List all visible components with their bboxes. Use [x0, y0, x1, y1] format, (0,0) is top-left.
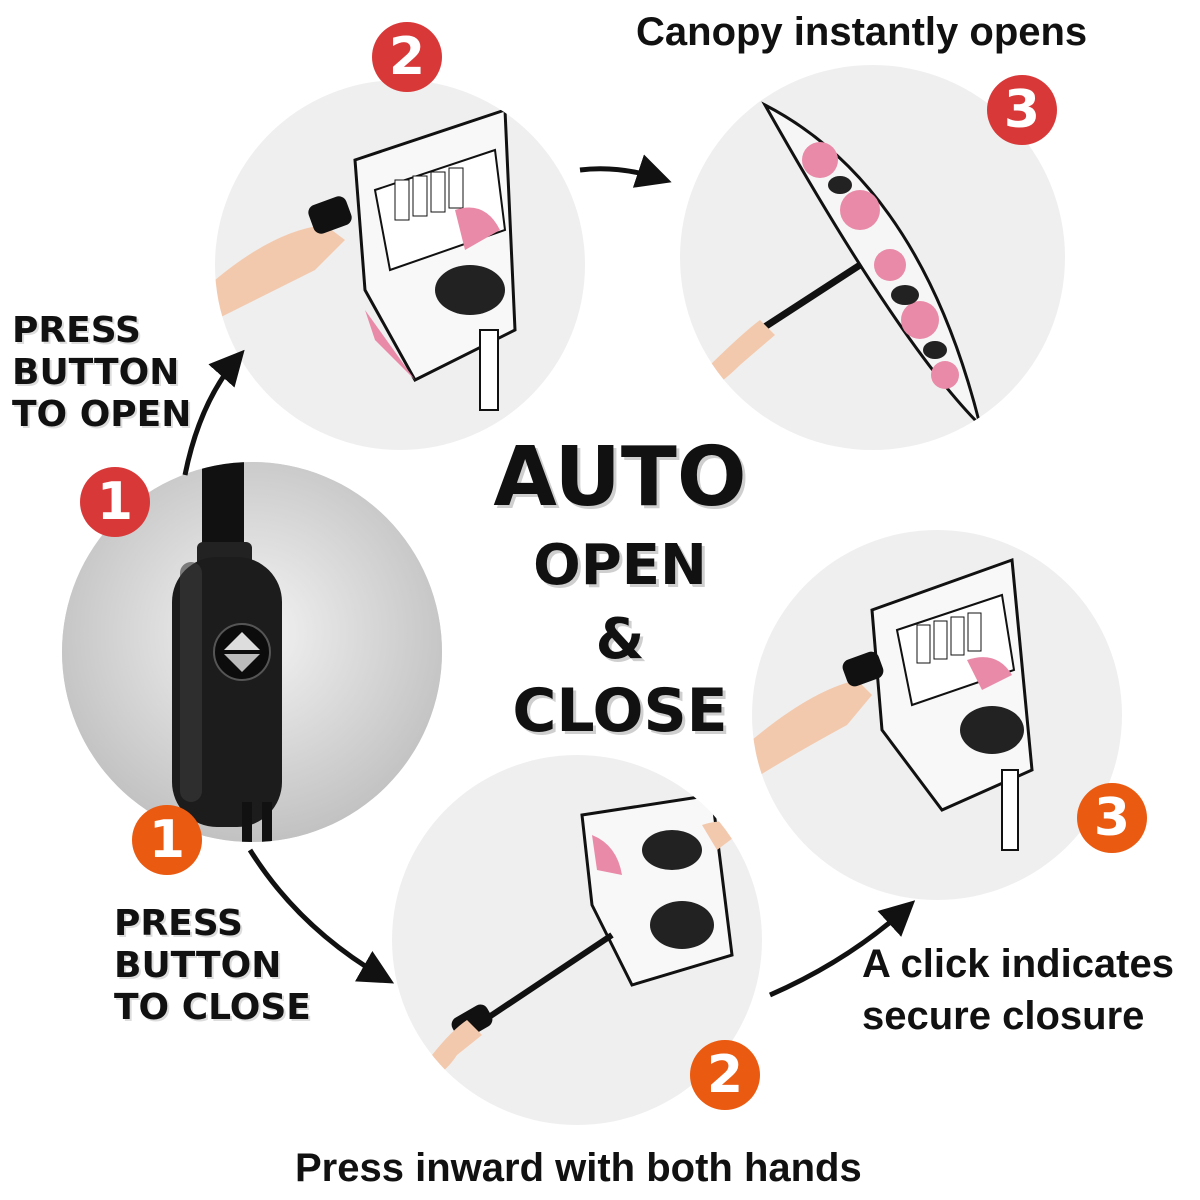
pressing-umbrella-illustration	[432, 793, 737, 1075]
auto-title: AUTO	[493, 430, 747, 525]
close-step2-badge: 2	[690, 1040, 760, 1110]
arrow-close-step2-to-step3	[768, 900, 916, 998]
press-button-to-open-label: PRESS BUTTON TO OPEN	[12, 310, 192, 435]
open-title: OPEN	[533, 533, 707, 598]
open-step2-photo	[215, 80, 585, 450]
open-step1-badge: 1	[80, 467, 150, 537]
arrow-close-step1-to-step2	[247, 848, 395, 984]
open-step3-badge: 3	[987, 75, 1057, 145]
close-step3-photo	[752, 530, 1122, 900]
secure-closure-caption: A click indicates secure closure	[862, 942, 1174, 1038]
closed-umbrella-illustration	[752, 557, 1034, 851]
open-step2-badge: 2	[372, 22, 442, 92]
open-umbrella-illustration	[700, 101, 983, 430]
press-button-to-close-label: PRESS BUTTON TO CLOSE	[114, 903, 311, 1028]
ampersand-title: &	[595, 607, 645, 672]
close-step2-photo	[392, 755, 762, 1125]
canopy-opens-caption: Canopy instantly opens	[636, 10, 1088, 54]
close-step1-badge: 1	[132, 805, 202, 875]
arrow-open-step2-to-step3	[579, 154, 672, 188]
close-step3-badge: 3	[1077, 783, 1147, 853]
folded-umbrella-illustration	[215, 107, 517, 411]
press-inward-caption: Press inward with both hands	[295, 1146, 862, 1190]
close-title: CLOSE	[512, 676, 728, 746]
arrow-open-step1-to-step2	[182, 349, 245, 476]
